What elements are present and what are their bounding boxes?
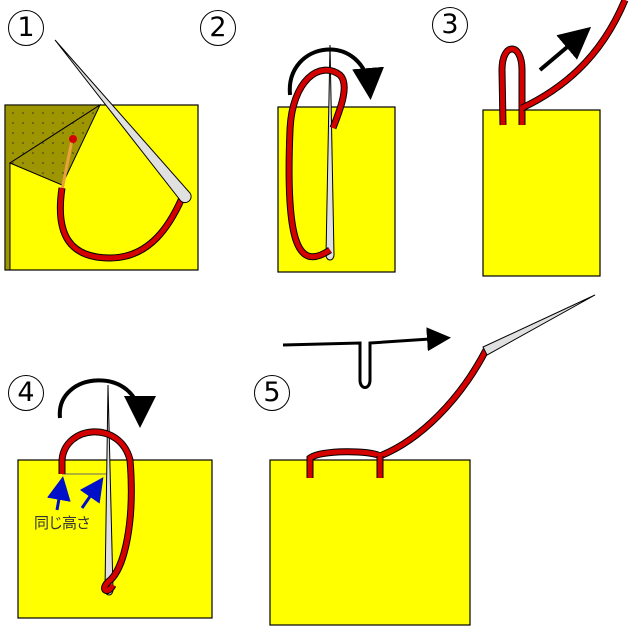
- thread: [306, 348, 490, 478]
- pull-arrow: [538, 26, 592, 72]
- thread-knot: [69, 135, 77, 143]
- fabric: [269, 459, 471, 626]
- step-4-panel: [17, 378, 213, 619]
- thread: [520, 0, 629, 112]
- rotation-arrow: [287, 47, 384, 100]
- rotation-arrow: [57, 378, 156, 428]
- step-number-3: 3: [432, 7, 468, 43]
- step-number-1: 1: [8, 10, 44, 46]
- marker-arrow-right: [79, 477, 104, 509]
- fabric: [482, 109, 601, 277]
- step-5-panel: [269, 294, 596, 626]
- step-3-panel: [482, 0, 629, 277]
- step-number-4: 4: [8, 375, 44, 411]
- step-number-5: 5: [254, 375, 290, 411]
- needle: [54, 39, 192, 204]
- step-1-panel: [4, 39, 199, 271]
- same-height-label: 同じ高さ: [34, 514, 91, 532]
- needle: [482, 294, 596, 356]
- step-2-panel: [277, 44, 396, 273]
- fold-flap: [8, 103, 102, 186]
- fabric: [17, 459, 213, 619]
- folded-edge: [4, 104, 102, 271]
- marker-arrow-left: [47, 476, 71, 511]
- step-number-2: 2: [200, 10, 236, 46]
- direction-arrow: [282, 327, 451, 389]
